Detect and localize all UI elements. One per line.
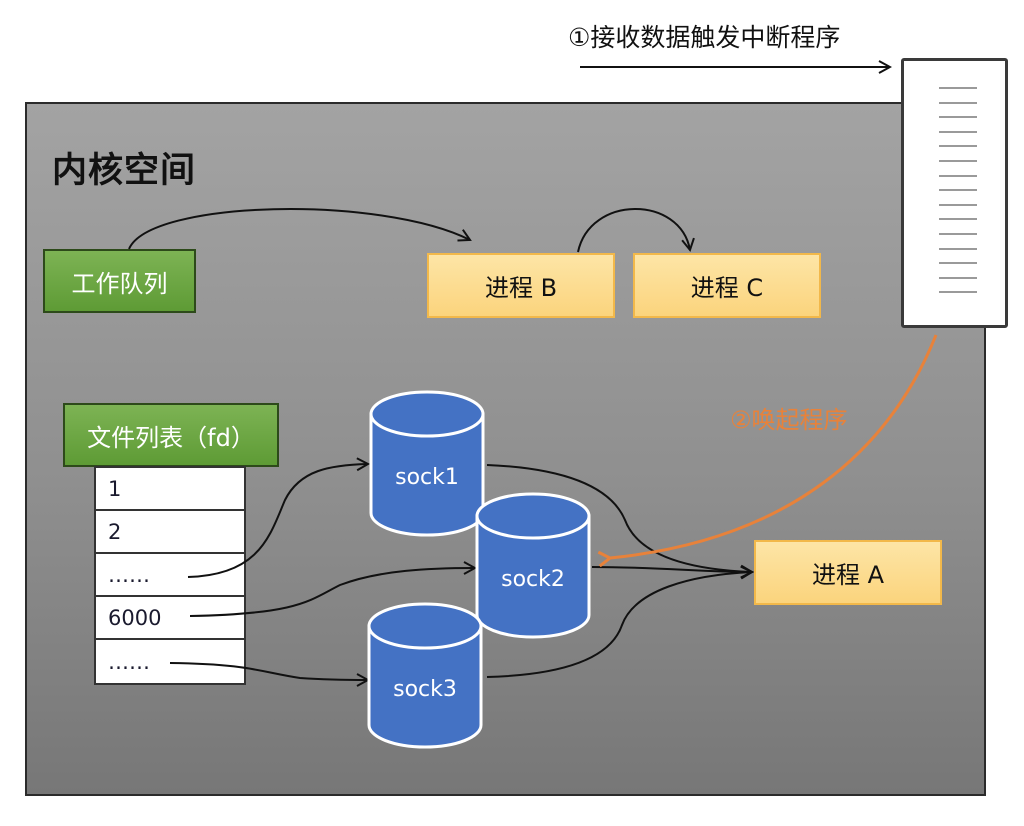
buffer-line [939, 87, 977, 89]
work-queue-label: 工作队列 [71, 269, 168, 298]
process-b-box: 进程 B [427, 253, 615, 318]
socket-sock1: sock1 [369, 390, 485, 537]
process-a-box: 进程 A [754, 540, 942, 605]
wake-process-arrow [610, 334, 938, 558]
buffer-line [939, 116, 977, 119]
socket-label: sock3 [393, 677, 457, 702]
fd-row-2: 2 [96, 511, 244, 554]
process-c-box: 进程 C [633, 253, 821, 318]
fd-to-sock1-arrow [187, 464, 368, 578]
buffer-line [939, 233, 977, 235]
buffer-line [939, 101, 977, 104]
socket-sock2: sock2 [475, 492, 591, 639]
process-c-label: 进程 C [690, 274, 764, 302]
socket-label: sock1 [395, 465, 459, 490]
buffer-line [939, 291, 977, 294]
fd-row-1: 1 [96, 468, 244, 511]
step2-wake-label: ②唤起程序 [730, 406, 848, 434]
buffer-line [939, 276, 977, 279]
buffer-line [939, 160, 977, 162]
fd-table: 1 2 …… 6000 …… [94, 466, 246, 685]
fd-row-ellipsis-2: …… [108, 649, 150, 674]
fd-list-header-label: 文件列表（fd） [87, 423, 255, 452]
buffer-line [939, 247, 977, 250]
sock2-to-processa-arrow [591, 567, 752, 572]
socket-sock3: sock3 [367, 602, 483, 749]
buffer-line [939, 189, 977, 192]
fd6000-to-sock2-arrow [189, 568, 475, 617]
socket-label: sock2 [501, 567, 565, 592]
buffer-line [939, 174, 977, 177]
buffer-line [939, 262, 977, 265]
buffer-line [939, 203, 977, 206]
buffer-line [939, 218, 977, 221]
fd-row-6000: 6000 [96, 597, 244, 640]
sock1-to-processa-arrow [486, 464, 752, 572]
step1-interrupt-label: ①接收数据触发中断程序 [568, 23, 841, 52]
network-buffer-icon [901, 58, 1008, 328]
workqueue-to-processb-arrow [128, 208, 470, 250]
sock3-to-processa-arrow [486, 572, 752, 678]
fd-row-ellipsis-1: …… [96, 554, 244, 597]
buffer-line [939, 145, 977, 148]
fd-list-header: 文件列表（fd） [63, 403, 279, 467]
process-a-label: 进程 A [811, 561, 885, 589]
work-queue-box: 工作队列 [43, 249, 196, 313]
processb-to-processc-arrow [577, 208, 690, 253]
process-b-label: 进程 B [484, 274, 558, 302]
kernel-space-title: 内核空间 [52, 151, 197, 191]
fd-to-sock3-arrow [169, 662, 368, 680]
buffer-line [939, 130, 977, 133]
